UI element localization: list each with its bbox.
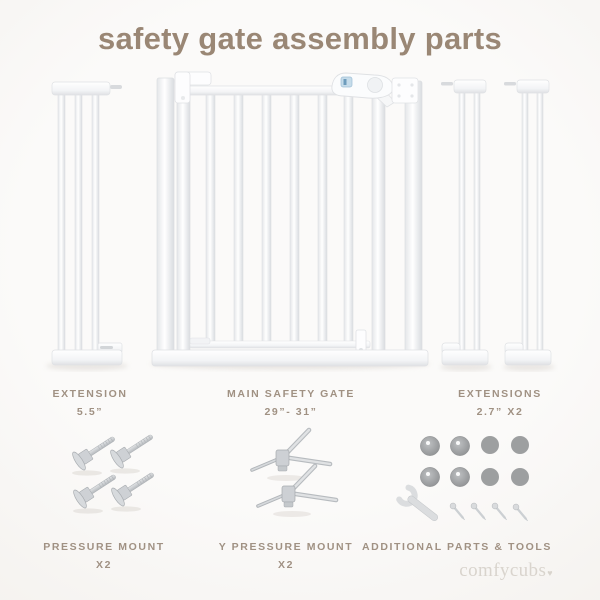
extensions-2-7-illustration: [440, 79, 555, 371]
part-size: X2: [277, 559, 295, 572]
pressure-bolt: [72, 436, 115, 471]
part-label-pressure-mount: PRESSURE MOUNT X2: [43, 538, 165, 575]
wrench-icon: [396, 484, 438, 522]
part-size: 5.5”: [76, 406, 104, 419]
part-name: EXTENSION: [52, 388, 128, 400]
main-safety-gate-illustration: [150, 71, 430, 370]
screws: [449, 502, 528, 522]
pressure-bolt: [110, 434, 153, 469]
pressure-mount-illustration: [72, 434, 154, 514]
additional-parts-illustration: [396, 436, 529, 522]
part-label-extension: EXTENSION 5.5”: [52, 385, 127, 422]
wall-discs: [481, 436, 529, 486]
part-label-extensions: EXTENSIONS 2.7” X2: [458, 385, 542, 422]
page-title: safety gate assembly parts: [97, 21, 503, 56]
part-name: PRESSURE MOUNT: [43, 541, 165, 553]
part-name: ADDITIONAL PARTS & TOOLS: [361, 541, 553, 553]
brand-logo: comfycubs♥: [459, 560, 553, 582]
part-label-main-gate: MAIN SAFETY GATE 29”- 31”: [227, 385, 355, 422]
y-pressure-mount-illustration: [250, 427, 339, 517]
part-label-additional-parts: ADDITIONAL PARTS & TOOLS: [362, 538, 552, 556]
part-size: 2.7” X2: [476, 406, 524, 419]
pressure-bolt: [111, 472, 154, 507]
pressure-bolt: [73, 474, 116, 509]
part-size: X2: [95, 559, 113, 572]
part-name: Y PRESSURE MOUNT: [218, 541, 354, 553]
heart-icon: ♥: [547, 568, 553, 578]
brand-name: comfycubs: [459, 560, 547, 581]
part-size: 29”- 31”: [264, 406, 318, 419]
extension-5-5-illustration: [46, 81, 128, 371]
y-mount: [250, 427, 333, 481]
y-mount: [256, 463, 339, 517]
part-name: MAIN SAFETY GATE: [227, 388, 355, 400]
part-name: EXTENSIONS: [458, 388, 542, 400]
part-label-y-pressure-mount: Y PRESSURE MOUNT X2: [219, 538, 354, 575]
wall-cups: [420, 436, 470, 487]
